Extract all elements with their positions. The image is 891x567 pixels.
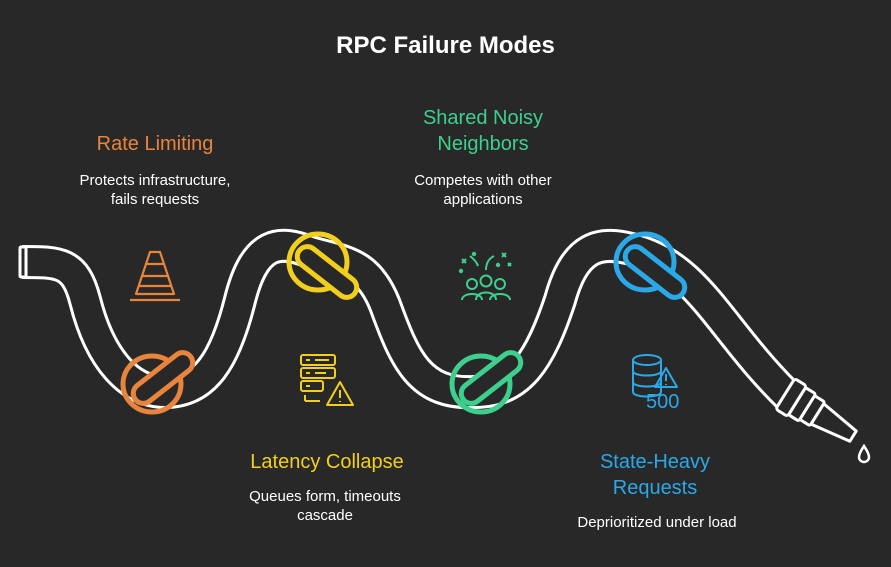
traffic-cone-icon [130,250,180,302]
water-drop-icon [857,443,871,464]
knot-green [449,350,524,415]
knot-orange [120,350,196,415]
mode-title-noisy-neighbors: Shared Noisy Neighbors [422,107,544,155]
mode-desc-latency-collapse: Queues form, timeouts cascade [249,488,401,524]
error-code-label: 500 [646,391,679,413]
mode-title-latency-collapse: Latency Collapse [250,451,404,473]
hose-inner [21,231,800,409]
mode-desc-state-heavy: Deprioritized under load [577,514,737,531]
hose-nozzle [775,378,858,443]
mode-title-rate-limiting: Rate Limiting [96,133,214,155]
hose-end-cap [18,245,28,279]
mode-desc-rate-limiting: Protects infrastructure, fails requests [79,172,231,208]
knot-blue [613,231,688,300]
database-error-icon [632,354,678,398]
page-title: RPC Failure Modes [336,32,555,59]
mode-title-state-heavy: State-Heavy Requests [599,451,711,499]
knot-yellow [286,231,360,300]
crowd-noise-icon [458,251,512,301]
server-warning-icon [300,354,354,406]
mode-desc-noisy-neighbors: Competes with other applications [414,172,552,208]
